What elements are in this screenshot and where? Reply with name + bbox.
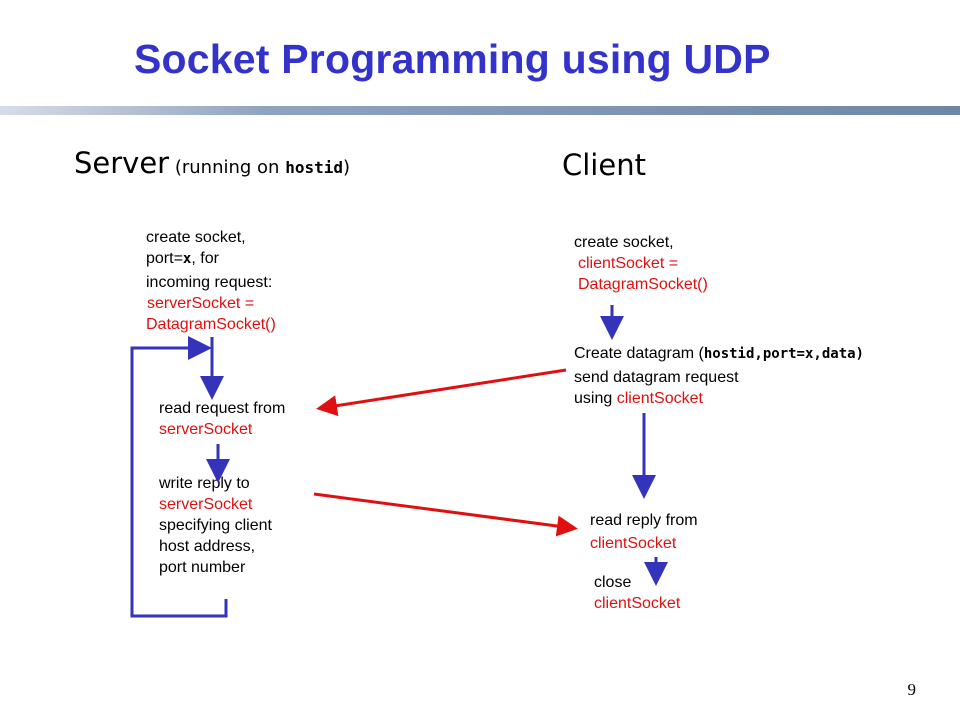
page-number: 9 <box>907 680 917 699</box>
client-datagram-line2: send datagram request <box>574 369 739 386</box>
client-create-code1: clientSocket = <box>578 255 679 272</box>
client-create-socket-step: create socket, clientSocket = DatagramSo… <box>574 232 708 295</box>
server-write-line3: host address, <box>159 538 256 555</box>
server-heading-paren-close: ) <box>342 157 351 178</box>
server-heading-label: Server <box>74 146 170 180</box>
server-read-line1: read request from <box>159 400 286 417</box>
client-heading: Client <box>562 148 646 182</box>
server-read-request-step: read request from serverSocket <box>159 398 285 440</box>
request-datagram-arrow <box>316 368 567 417</box>
server-create-code2: DatagramSocket() <box>146 316 276 333</box>
server-heading-host: hostid <box>285 158 343 177</box>
client-create-line1: create socket, <box>574 234 674 251</box>
client-datagram-line1: Create datagram (hostid,port=x,data) <box>574 345 864 362</box>
server-heading: Server (running on hostid) <box>74 146 350 180</box>
server-create-line1: create socket, <box>146 229 246 246</box>
server-create-code1: serverSocket = <box>147 295 255 312</box>
title-divider <box>0 106 960 115</box>
client-close-code1: clientSocket <box>594 595 681 612</box>
server-write-reply-step: write reply to serverSocket specifying c… <box>159 473 272 578</box>
client-read-reply-step: read reply from clientSocket <box>590 510 698 554</box>
server-create-socket-step: create socket, port=x, for incoming requ… <box>146 227 276 335</box>
client-read-code1: clientSocket <box>590 535 677 552</box>
client-read-line1: read reply from <box>590 512 698 529</box>
server-create-line2: port=x, for <box>146 250 219 267</box>
server-read-code1: serverSocket <box>159 421 253 438</box>
client-create-datagram-step: Create datagram (hostid,port=x,data) sen… <box>574 343 864 409</box>
client-create-code2: DatagramSocket() <box>578 276 708 293</box>
server-heading-paren-open: (running on <box>169 157 286 178</box>
reply-datagram-arrow <box>313 492 578 537</box>
server-loop-arrow <box>130 336 228 618</box>
client-datagram-line3: using clientSocket <box>574 390 703 407</box>
server-write-line2: specifying client <box>159 517 272 534</box>
server-create-line3: incoming request: <box>146 274 273 291</box>
client-close-step: close clientSocket <box>594 572 680 614</box>
server-write-line4: port number <box>159 559 246 576</box>
page-title: Socket Programming using UDP <box>134 36 771 82</box>
server-write-code1: serverSocket <box>159 496 253 513</box>
client-close-line1: close <box>594 574 632 591</box>
